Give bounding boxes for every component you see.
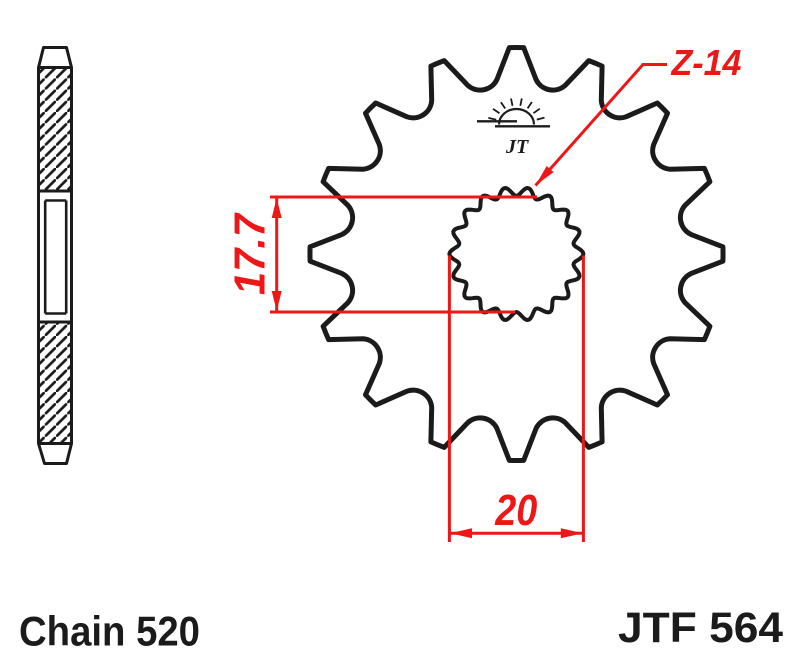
spline-bore-outline — [447, 186, 586, 322]
section-hub-lines — [43, 199, 68, 315]
side-section-view — [37, 46, 73, 465]
dim-bore-minor-label: 17.7 — [226, 212, 275, 295]
teeth-callout-label: Z-14 — [671, 42, 742, 83]
arrowhead-up — [271, 198, 282, 218]
dim-bore-major-label: 20 — [494, 486, 537, 535]
teeth-callout-leader — [534, 63, 667, 187]
arrowhead-down — [271, 291, 282, 311]
jt-logo-sun-rays — [488, 98, 545, 121]
arrowhead-leader — [535, 166, 554, 186]
jt-logo: JT — [477, 98, 550, 158]
front-view: JT — [307, 44, 726, 464]
jt-logo-text: JT — [505, 136, 529, 158]
section-hatch-lower — [40, 323, 70, 442]
chain-label: Chain 520 — [19, 608, 200, 655]
bottom-labels: Chain 520 JTF 564 — [19, 604, 783, 655]
arrowhead-right — [560, 528, 583, 539]
arrowhead-left — [450, 528, 472, 539]
dimensions: 17.7 20 Z-14 — [226, 42, 742, 542]
part-number-label: JTF 564 — [618, 604, 783, 652]
jt-logo-sun-dome — [497, 107, 536, 125]
section-hatch-upper — [40, 69, 70, 190]
